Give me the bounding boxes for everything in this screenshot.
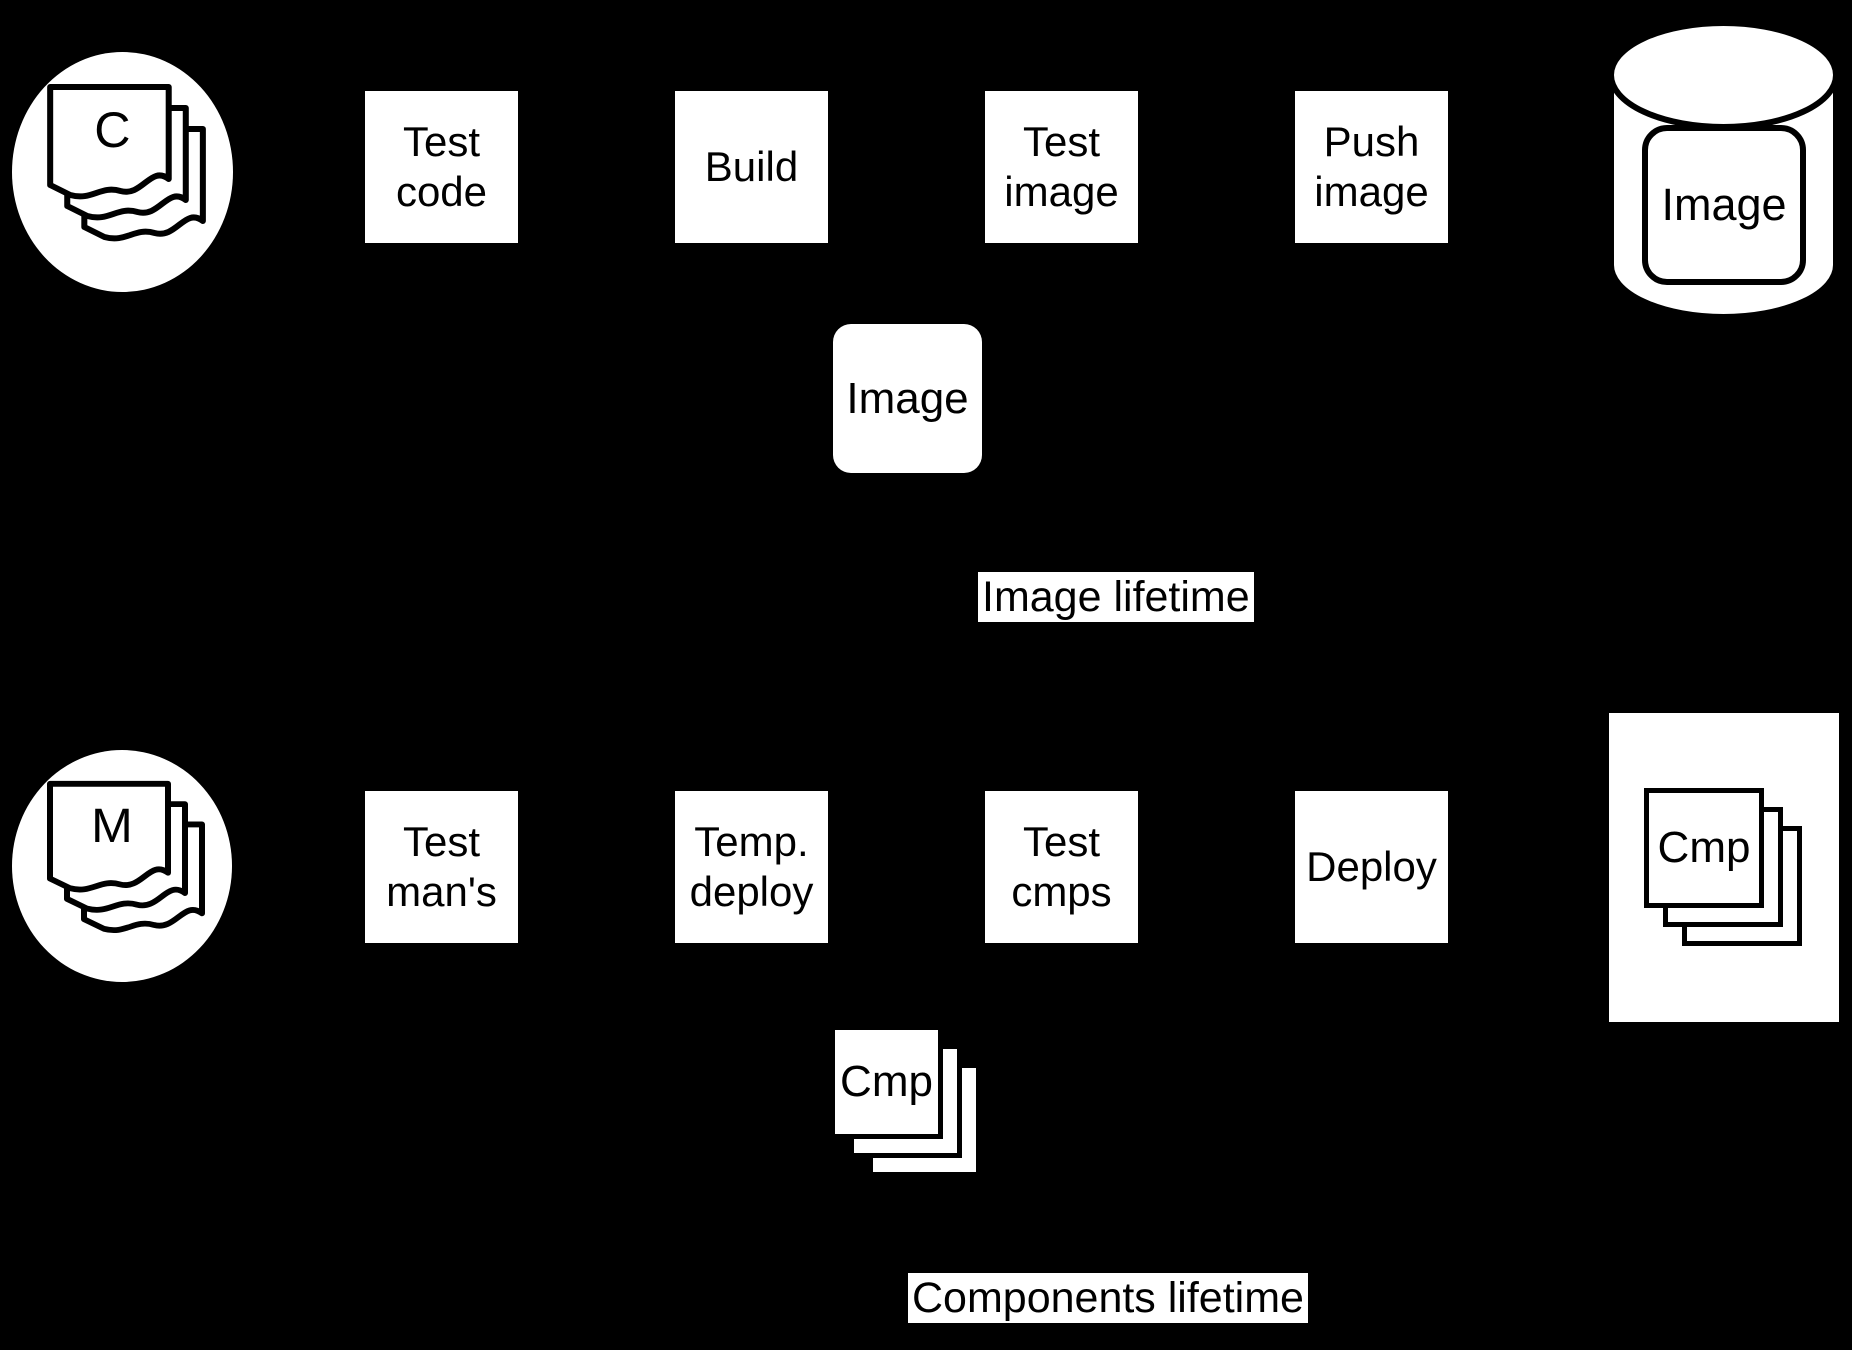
image-artifact-box: Image — [833, 324, 982, 473]
manifest-files-icon: M — [12, 750, 232, 982]
stored-image-label: Image — [1661, 179, 1786, 230]
step-test-image: Test image — [985, 91, 1138, 243]
wavy-documents-icon: M — [47, 780, 205, 933]
step-test-code: Test code — [365, 91, 518, 243]
cmp-artifact-stack: Cmp — [830, 1025, 982, 1178]
step-deploy: Deploy — [1295, 791, 1448, 943]
code-letter: C — [94, 102, 130, 158]
step-test-manifests: Test man's — [365, 791, 518, 943]
step-temp-deploy: Temp. deploy — [675, 791, 828, 943]
components-store: Cmp — [1609, 713, 1839, 1022]
cmp-sheet-front: Cmp — [830, 1025, 943, 1139]
image-registry-cylinder: Image — [1608, 20, 1839, 320]
code-files-icon: C — [12, 52, 233, 292]
manifest-letter: M — [91, 799, 133, 853]
wavy-documents-icon: C — [47, 84, 206, 242]
stored-image-box — [1642, 125, 1806, 285]
step-test-cmps: Test cmps — [985, 791, 1138, 943]
cmp-sheet-front: Cmp — [1644, 788, 1764, 908]
image-lifetime-label: Image lifetime — [978, 572, 1254, 622]
components-lifetime-label: Components lifetime — [908, 1273, 1308, 1323]
step-build: Build — [675, 91, 828, 243]
step-push-image: Push image — [1295, 91, 1448, 243]
